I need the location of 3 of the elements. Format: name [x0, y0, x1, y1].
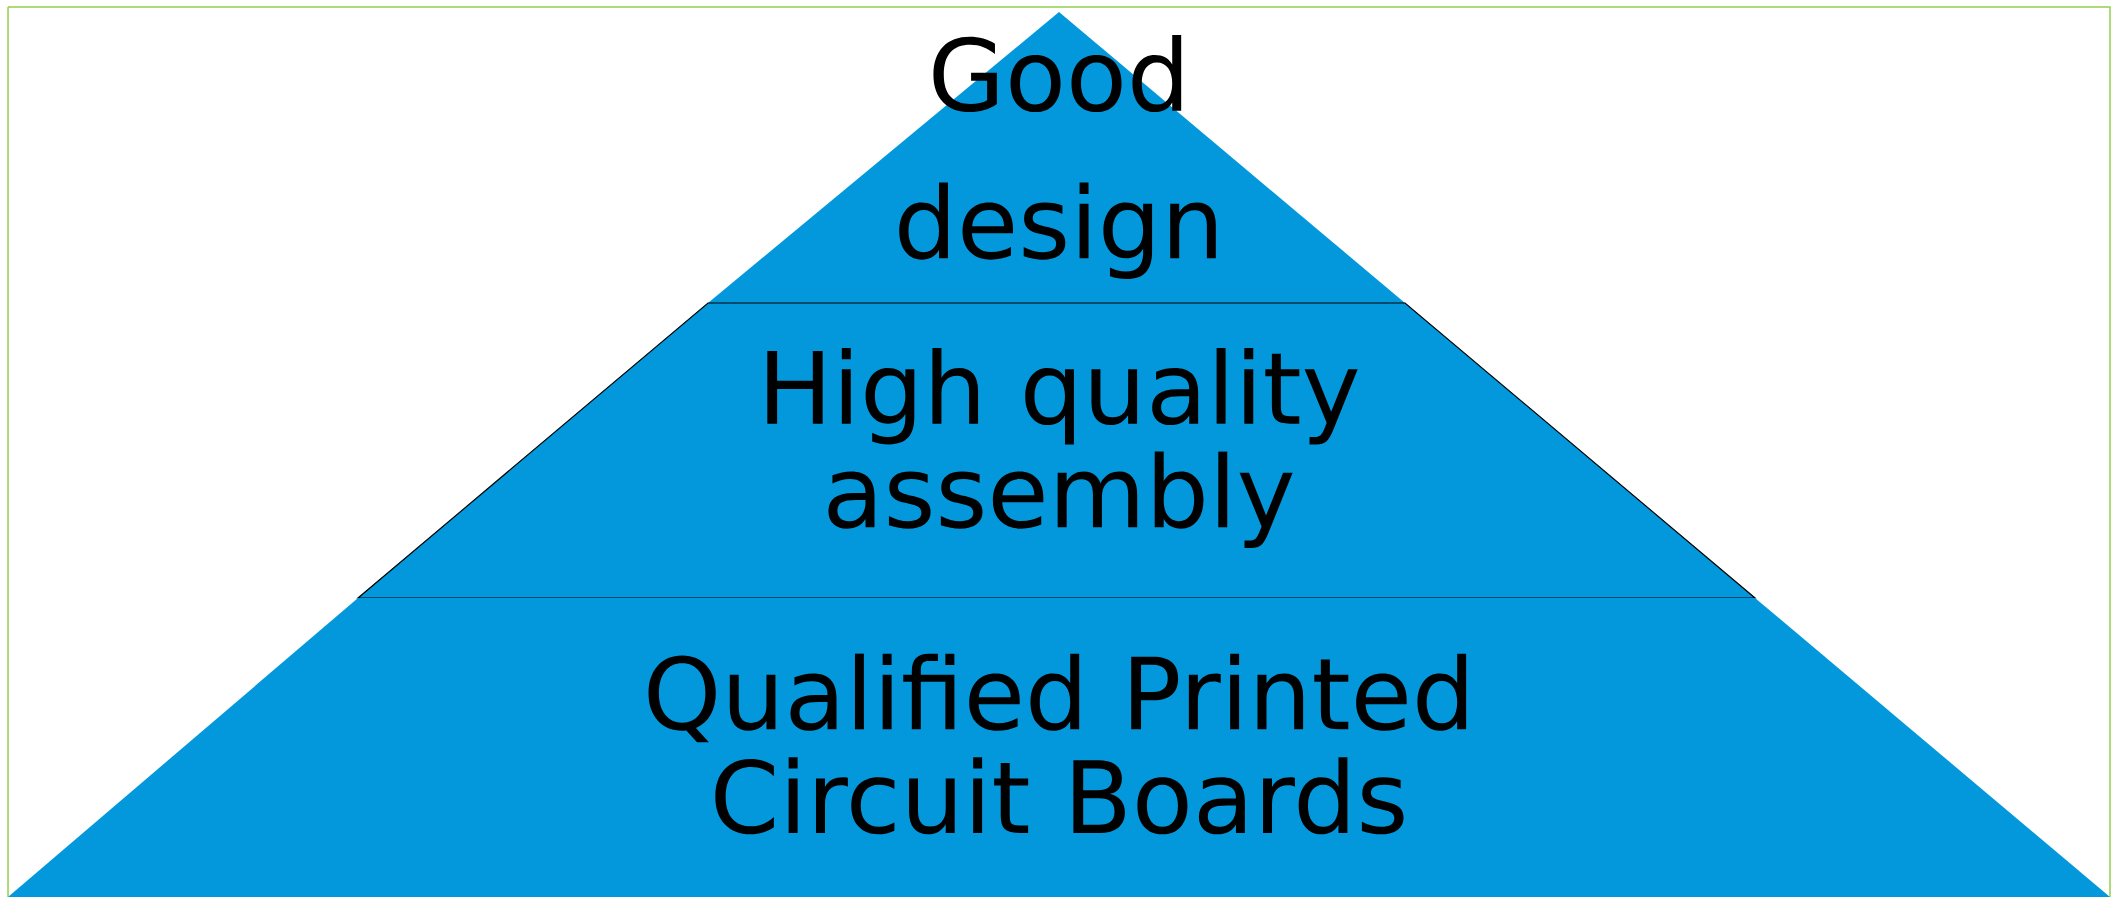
- node-label: design: [899, 182, 1216, 280]
- node-label: Qualified Printed Circuit Boards: [648, 653, 1467, 835]
- pyramid-tier: Qualified Printed Circuit Boards: [8, 598, 2110, 897]
